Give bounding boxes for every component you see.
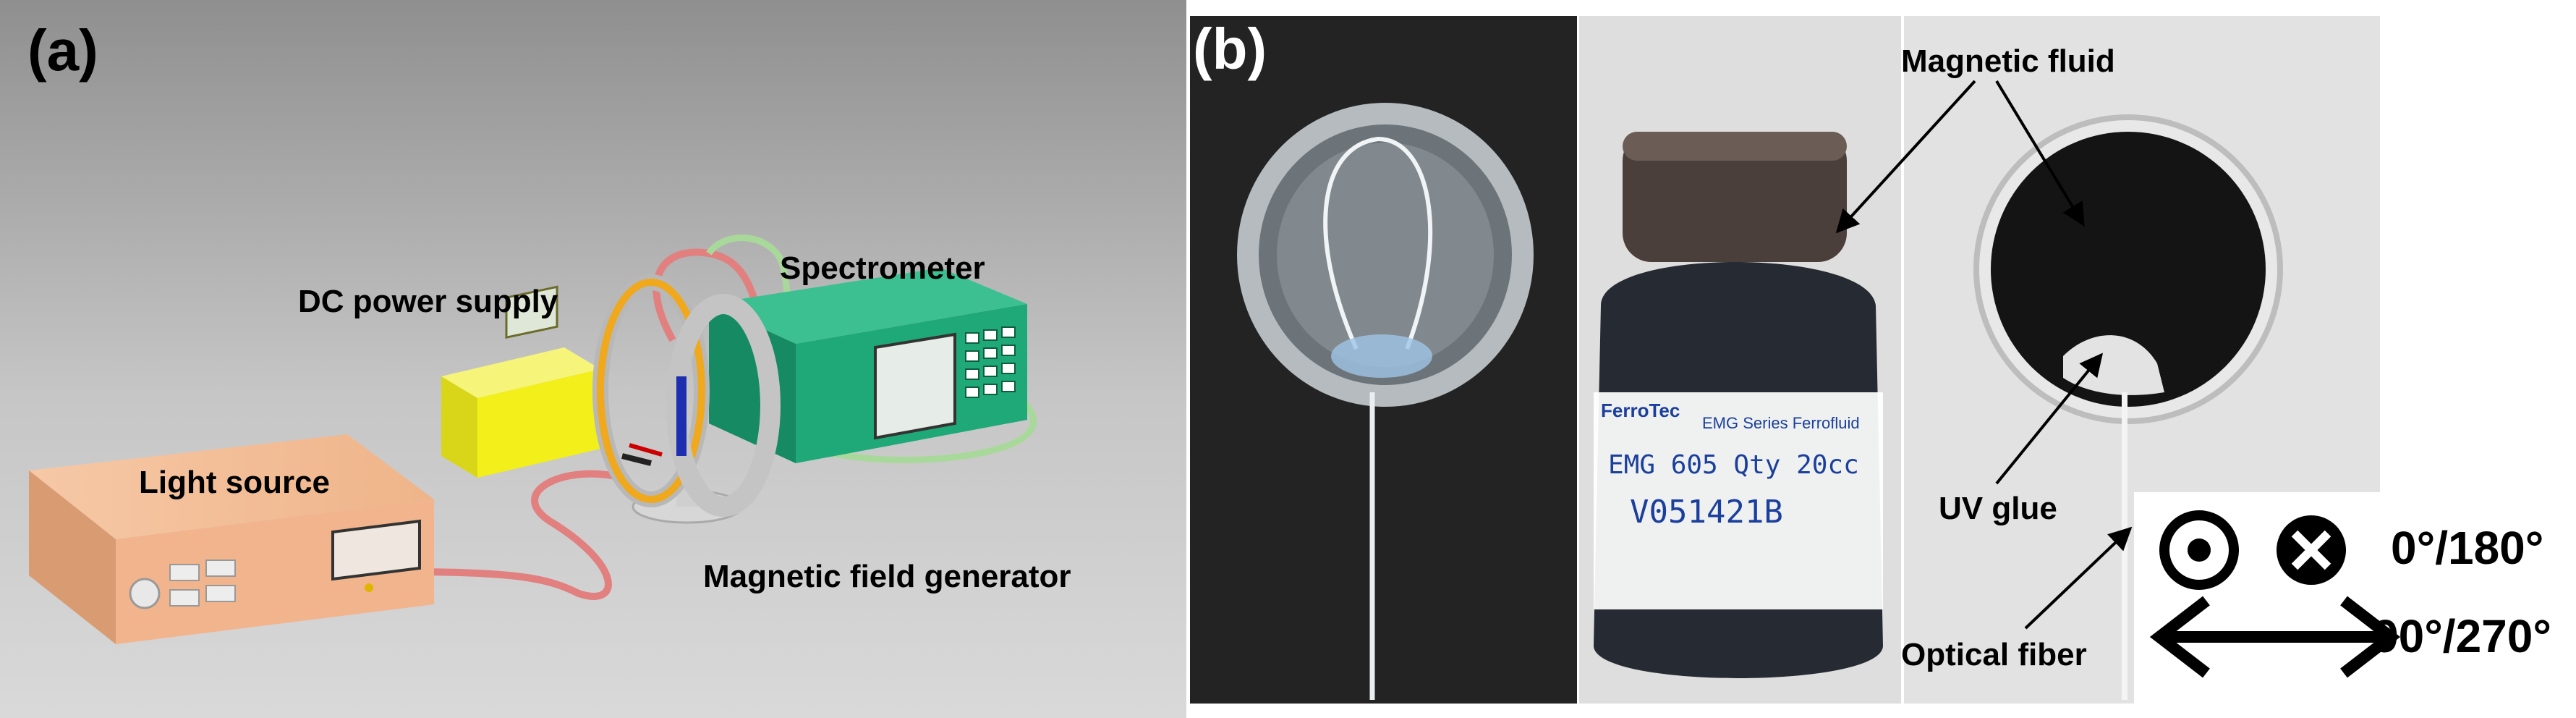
field-out-of-plane-icon — [2159, 510, 2239, 590]
legend-angle-0-180: 0°/180° — [2391, 522, 2544, 574]
bottle-model: EMG 605 Qty 20cc — [1608, 450, 1859, 480]
fiber-cable — [404, 470, 624, 600]
label-magnetic-field-generator: Magnetic field generator — [703, 559, 1071, 594]
double-arrow-icon — [2149, 596, 2401, 678]
bottle-lot: V051421B — [1630, 494, 1783, 531]
spectrometer-device — [709, 268, 1027, 463]
label-uv-glue: UV glue — [1939, 491, 2057, 526]
setup-illustration — [0, 0, 1186, 718]
panel-a: (a) Spectrometer DC power supply Light s… — [0, 0, 1186, 718]
field-into-plane-icon — [2277, 515, 2346, 585]
bottle-brand: FerroTec — [1601, 400, 1680, 421]
panel-a-label: (a) — [27, 18, 98, 83]
label-light-source: Light source — [139, 465, 331, 500]
magnetic-field-generator-device — [592, 274, 781, 524]
label-spectrometer: Spectrometer — [780, 250, 985, 286]
photo-fiber-loop: (b) — [1190, 16, 1577, 704]
bottle-series: EMG Series Ferrofluid — [1702, 414, 1860, 432]
photo-ferrofluid-bottle: FerroTec EMG Series Ferrofluid EMG 605 Q… — [1579, 16, 1901, 704]
light-source-device — [29, 434, 434, 644]
label-magnetic-fluid: Magnetic fluid — [1901, 43, 2115, 79]
orientation-legend: 0°/180° 90°/270° — [2134, 492, 2568, 704]
panel-b-label: (b) — [1193, 17, 1267, 81]
photo-sensor-disc — [1904, 16, 2380, 704]
label-optical-fiber: Optical fiber — [1901, 637, 2087, 672]
label-dc-power-supply: DC power supply — [298, 284, 558, 319]
legend-angle-90-270: 90°/270° — [2373, 610, 2551, 662]
dc-power-supply-device — [441, 285, 600, 478]
